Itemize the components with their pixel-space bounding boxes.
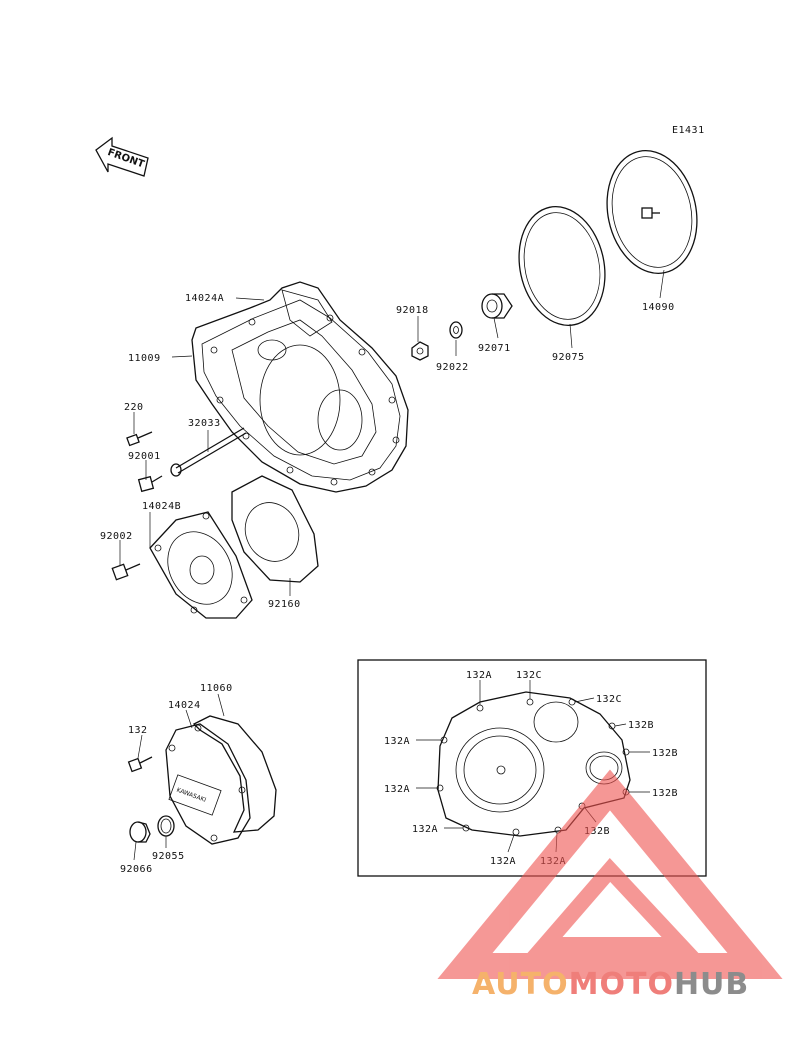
label-92075: 92075 bbox=[552, 352, 585, 363]
label-220: 220 bbox=[124, 402, 144, 413]
leader-lines bbox=[119, 269, 665, 861]
cover-14024B bbox=[149, 511, 253, 619]
inset-label-8: 132A bbox=[384, 736, 410, 747]
clutch-cover-11009 bbox=[191, 281, 409, 493]
inset-label-2: 132C bbox=[516, 670, 542, 681]
label-92001: 92001 bbox=[128, 451, 161, 462]
label-92055: 92055 bbox=[152, 851, 185, 862]
bolt-92002 bbox=[111, 563, 141, 581]
label-11060: 11060 bbox=[200, 683, 233, 694]
label-92071: 92071 bbox=[478, 343, 511, 354]
label-32033: 32033 bbox=[188, 418, 221, 429]
cover-bolt-holes bbox=[210, 314, 400, 486]
plug-92071 bbox=[481, 293, 513, 319]
inset-label-4: 132B bbox=[628, 720, 654, 731]
washer-92022 bbox=[449, 321, 463, 339]
label-92022: 92022 bbox=[436, 362, 469, 373]
inset-label-6: 132B bbox=[652, 788, 678, 799]
label-92066: 92066 bbox=[120, 864, 153, 875]
label-11009: 11009 bbox=[128, 353, 161, 364]
inset-label-3: 132C bbox=[596, 694, 622, 705]
inset-label-10: 132A bbox=[412, 824, 438, 835]
cap-14090 bbox=[606, 150, 698, 274]
label-132: 132 bbox=[128, 725, 148, 736]
plug-92066 bbox=[129, 821, 151, 843]
label-92002: 92002 bbox=[100, 531, 133, 542]
label-92160: 92160 bbox=[268, 599, 301, 610]
watermark-moto: MOTO bbox=[569, 967, 674, 1002]
front-arrow-icon: FRONT bbox=[95, 136, 149, 177]
bolt-220 bbox=[126, 431, 153, 447]
inset-label-11: 132A bbox=[490, 856, 516, 867]
label-14024B: 14024B bbox=[142, 501, 181, 512]
bolt-92001 bbox=[137, 475, 163, 493]
inset-label-9: 132A bbox=[384, 784, 410, 795]
bolt-132 bbox=[127, 756, 153, 773]
oring-92055 bbox=[157, 815, 175, 837]
part-labels: 14024A 11009 220 32033 92001 14024B 9200… bbox=[100, 293, 675, 875]
svg-text:AUTOMOTOHUB: AUTOMOTOHUB bbox=[472, 967, 749, 1002]
inset-label-7: 132B bbox=[584, 826, 610, 837]
watermark-hub: HUB bbox=[674, 967, 749, 1002]
watermark-auto: AUTO bbox=[472, 967, 569, 1002]
svg-text:KAWASAKI: KAWASAKI bbox=[175, 787, 207, 804]
oring-92075 bbox=[518, 206, 606, 326]
watermark-text: AUTOMOTOHUB bbox=[472, 967, 749, 1002]
diagram-code: E1431 bbox=[672, 125, 705, 136]
label-14024A: 14024A bbox=[185, 293, 224, 304]
stud-32033 bbox=[170, 427, 247, 477]
nut-92018 bbox=[411, 341, 429, 361]
label-14024: 14024 bbox=[168, 700, 201, 711]
label-14090: 14090 bbox=[642, 302, 675, 313]
gasket-92160 bbox=[231, 475, 319, 583]
inset-label-5: 132B bbox=[652, 748, 678, 759]
watermark bbox=[437, 769, 783, 979]
watermark-logo-icon bbox=[437, 769, 783, 979]
inset-label-1: 132A bbox=[466, 670, 492, 681]
gasket-11060 bbox=[192, 715, 277, 833]
label-92018: 92018 bbox=[396, 305, 429, 316]
